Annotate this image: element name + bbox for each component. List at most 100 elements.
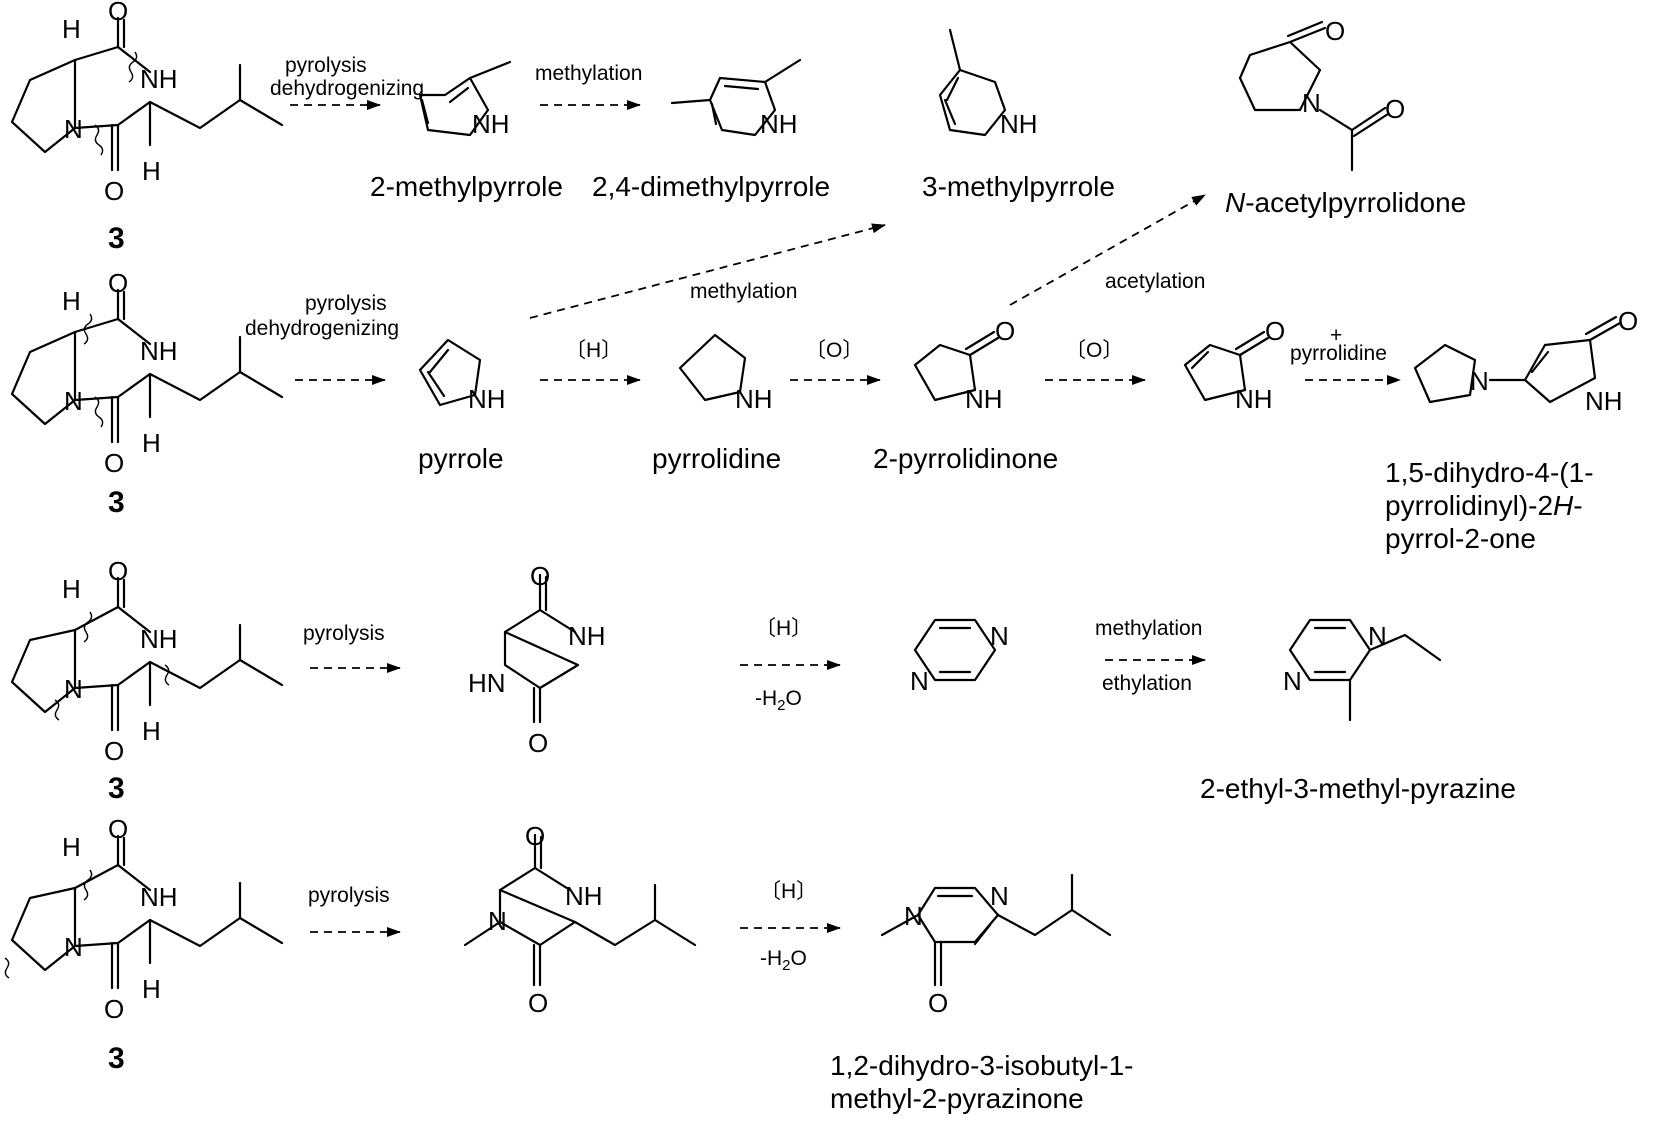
atom-o: O <box>528 988 548 1018</box>
atom-n: N <box>64 386 83 416</box>
name-rest: -acetylpyrrolidone <box>1245 187 1466 218</box>
atom-n: N <box>990 621 1009 651</box>
atom-nh: NH <box>472 109 510 139</box>
structure-diketopiperazine: O NH HN O <box>468 561 606 758</box>
atom-n: N <box>488 906 507 936</box>
condition-pyrolysis: pyrolysis <box>305 292 387 315</box>
atom-n: N <box>64 114 83 144</box>
atom-n: N <box>1283 666 1302 696</box>
structure-2-methylpyrrole: NH <box>418 60 512 139</box>
atom-h: H <box>62 574 81 604</box>
atom-nh: NH <box>760 109 798 139</box>
reaction-arrow-to-n-acetylpyrrolidone <box>1009 194 1206 306</box>
structure-pyrrolone: O NH <box>1183 316 1285 414</box>
atom-o: O <box>1385 94 1405 124</box>
atom-o: O <box>995 316 1015 346</box>
condition-reduction: 〔H〕 <box>755 617 812 640</box>
condition-oxidation: 〔O〕 <box>805 339 863 362</box>
atom-nh: NH <box>140 624 178 654</box>
atom-o: O <box>928 988 948 1018</box>
structure-pyrazinone: N N O <box>880 873 1112 1018</box>
atom-nh: NH <box>565 881 603 911</box>
atom-nh: NH <box>1585 386 1623 416</box>
atom-nh: NH <box>140 64 178 94</box>
condition-methylation: methylation <box>535 62 642 85</box>
atom-o: O <box>108 0 128 26</box>
reactant-3-row3: H O NH N O H 3 <box>10 556 284 805</box>
label-2-pyrrolidinone: 2-pyrrolidinone <box>873 443 1058 474</box>
atom-o: O <box>104 994 124 1024</box>
atom-n: N <box>64 932 83 962</box>
atom-nh: NH <box>735 384 773 414</box>
atom-h: H <box>142 974 161 1004</box>
atom-nh: NH <box>1000 109 1038 139</box>
reactant-3-row4: H O NH N O H 3 <box>4 814 284 1075</box>
row-4: H O NH N O H 3 pyrolysis O NH N O 〔H〕 -H… <box>4 814 1133 1114</box>
label-pyrrole: pyrrole <box>418 443 504 474</box>
label-dihydro-line2: pyrrolidinyl)-2H- <box>1385 490 1583 521</box>
label-dihydro-line1: 1,5-dihydro-4-(1- <box>1385 457 1594 488</box>
condition-minus-water: -H2O <box>760 947 807 974</box>
reactant-3-row2: H O NH N O H 3 <box>10 268 284 519</box>
atom-h: H <box>142 156 161 186</box>
atom-n: N <box>1470 366 1489 396</box>
compound-number: 3 <box>108 772 125 805</box>
formula-part: -H <box>755 687 777 710</box>
atom-nh: NH <box>468 384 506 414</box>
structure-pyrrolidine: NH <box>678 333 773 414</box>
atom-o: O <box>108 814 128 844</box>
structure-2-4-dimethylpyrrole: NH <box>670 58 802 139</box>
row-2: H O NH N O H 3 pyrolysis dehydrogenizing… <box>10 194 1638 554</box>
atom-o: O <box>108 268 128 298</box>
atom-hn: HN <box>468 668 506 698</box>
formula-subscript: 2 <box>782 957 790 974</box>
compound-number: 3 <box>108 222 125 255</box>
label-pyrazinone-line2: methyl-2-pyrazinone <box>830 1083 1084 1114</box>
condition-dehydrogenizing: dehydrogenizing <box>270 77 424 100</box>
atom-nh: NH <box>140 336 178 366</box>
label-n-acetylpyrrolidone: N-acetylpyrrolidone <box>1225 187 1466 218</box>
atom-n: N <box>1368 621 1387 651</box>
atom-o: O <box>530 561 550 591</box>
atom-h: H <box>62 14 81 44</box>
condition-methylation: methylation <box>1095 617 1202 640</box>
atom-o: O <box>528 728 548 758</box>
atom-n: N <box>64 674 83 704</box>
atom-o: O <box>525 821 545 851</box>
name-part: - <box>1573 490 1582 521</box>
atom-n: N <box>1302 88 1321 118</box>
condition-reduction: 〔H〕 <box>565 339 622 362</box>
atom-n: N <box>990 881 1009 911</box>
label-2-methylpyrrole: 2-methylpyrrole <box>370 171 563 202</box>
row-1: H O NH N O H 3 pyrolysis dehydrogenizing… <box>10 0 1466 255</box>
atom-nh: NH <box>965 384 1003 414</box>
atom-h: H <box>142 716 161 746</box>
compound-number: 3 <box>108 1042 125 1075</box>
atom-h: H <box>62 832 81 862</box>
structure-3-methylpyrrole: NH <box>938 28 1038 139</box>
formula-part: O <box>786 687 802 710</box>
italic-prefix: N <box>1225 187 1246 218</box>
row-3: H O NH N O H 3 pyrolysis O NH HN O 〔H〕 -… <box>10 556 1516 805</box>
formula-subscript: 2 <box>777 697 785 714</box>
reactant-3-row1: H O NH N O H 3 <box>10 0 284 255</box>
atom-o: O <box>104 736 124 766</box>
condition-oxidation: 〔O〕 <box>1065 339 1123 362</box>
structure-pyrazine: N N <box>910 618 1009 696</box>
structure-ethyl-methyl-pyrazine: N N <box>1283 618 1442 722</box>
atom-n: N <box>910 666 929 696</box>
atom-nh: NH <box>568 621 606 651</box>
atom-h: H <box>142 428 161 458</box>
structure-pyrrole: NH <box>418 338 506 414</box>
atom-nh: NH <box>140 882 178 912</box>
condition-pyrolysis: pyrolysis <box>285 54 367 77</box>
condition-pyrrolidine: pyrrolidine <box>1290 342 1387 365</box>
structure-2-pyrrolidinone: O NH <box>913 316 1015 414</box>
atom-o: O <box>104 176 124 206</box>
compound-number: 3 <box>108 486 125 519</box>
condition-reduction: 〔H〕 <box>760 880 817 903</box>
structure-n-acetylpyrrolidone: O N O <box>1238 16 1405 172</box>
label-3-methylpyrrole: 3-methylpyrrole <box>922 171 1115 202</box>
label-2-ethyl-3-methyl-pyrazine: 2-ethyl-3-methyl-pyrazine <box>1200 773 1516 804</box>
